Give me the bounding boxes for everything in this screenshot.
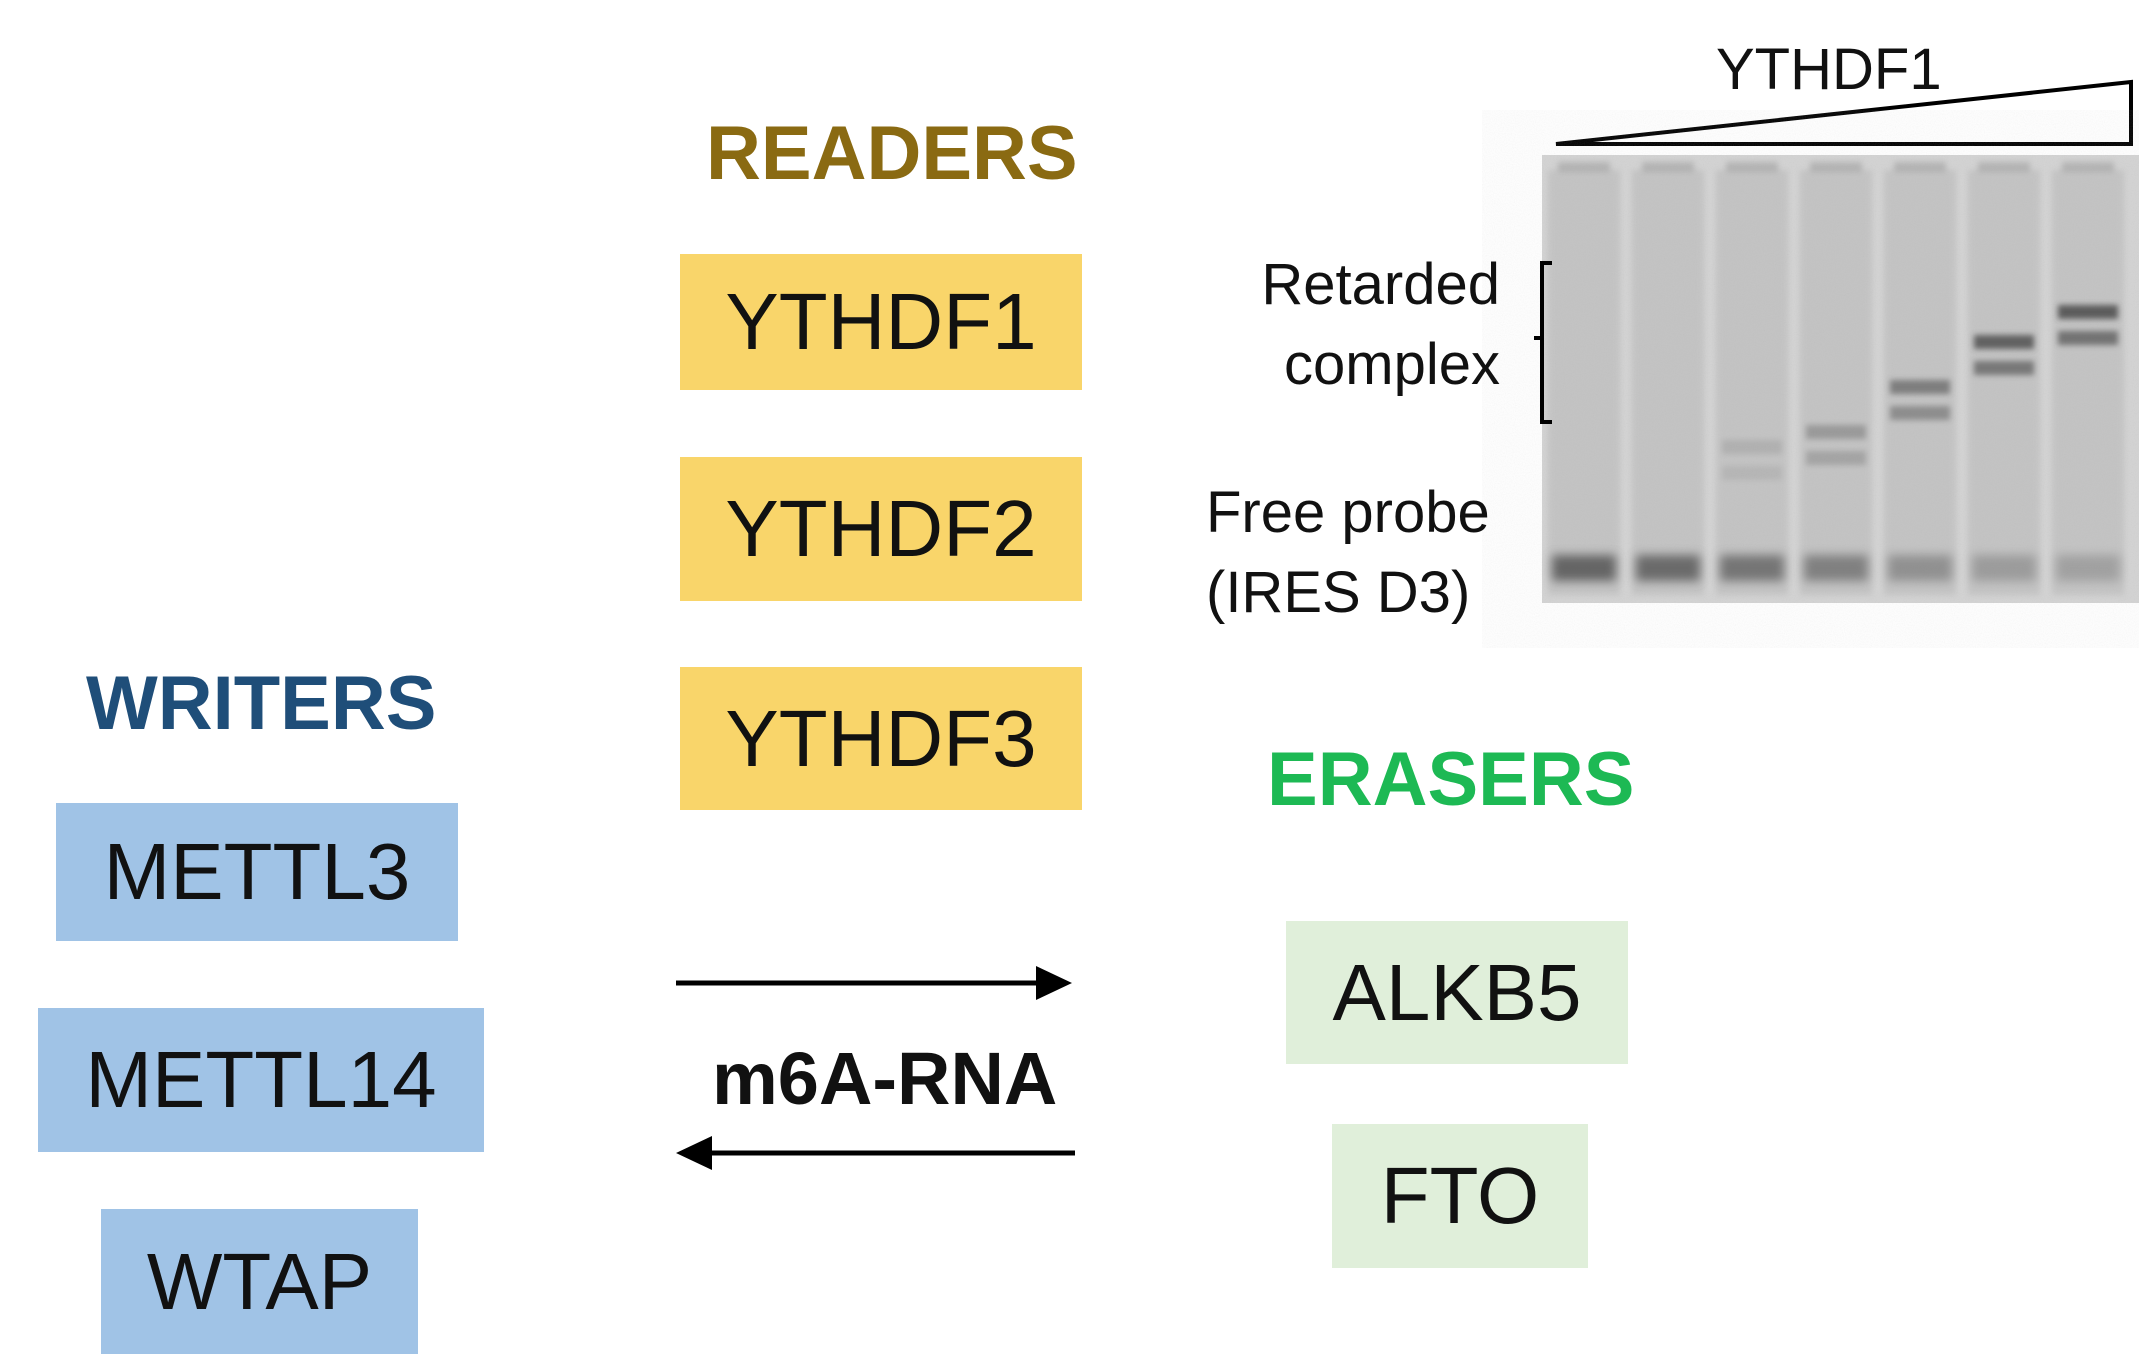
gel-free-probe-band	[1804, 555, 1868, 581]
gel-well	[1558, 162, 1610, 172]
arrow-right-icon	[676, 966, 1072, 1000]
writer-mettl14: METTL14	[38, 1008, 484, 1152]
writer-wtap: WTAP	[101, 1209, 418, 1354]
gel-title: YTHDF1	[1716, 37, 1942, 102]
free-probe-label-2: (IRES D3)	[1206, 560, 1471, 625]
eraser-alkb5: ALKB5	[1286, 921, 1628, 1064]
concentration-wedge-icon	[1555, 79, 2133, 146]
gel-lane	[1632, 170, 1704, 595]
gel-retarded-band	[1806, 451, 1866, 465]
gel-lane	[1716, 170, 1788, 595]
gel-lane	[1800, 170, 1872, 595]
gel-lane	[1968, 170, 2040, 595]
reader-ythdf3: YTHDF3	[680, 667, 1082, 810]
reader-ythdf2: YTHDF2	[680, 457, 1082, 601]
free-probe-label: Free probe	[1206, 480, 1490, 545]
gel-retarded-band	[2058, 331, 2118, 345]
retarded-complex-label: Retarded	[1261, 252, 1500, 317]
writers-heading: WRITERS	[86, 661, 437, 746]
gel-free-probe-band	[2056, 555, 2120, 581]
eraser-fto: FTO	[1332, 1124, 1588, 1268]
gel-retarded-band	[1890, 380, 1950, 394]
gel-retarded-band	[1722, 466, 1782, 480]
gel-well	[1978, 162, 2030, 172]
gel-image	[1542, 155, 2139, 603]
erasers-heading: ERASERS	[1267, 737, 1635, 822]
gel-retarded-band	[1722, 440, 1782, 454]
gel-retarded-band	[1974, 335, 2034, 349]
arrow-left-icon	[676, 1136, 1075, 1170]
gel-well	[2062, 162, 2114, 172]
writer-mettl3: METTL3	[56, 803, 458, 941]
gel-free-probe-band	[1972, 555, 2036, 581]
gel-free-probe-band	[1720, 555, 1784, 581]
gel-well	[1894, 162, 1946, 172]
gel-retarded-band	[1890, 406, 1950, 420]
gel-retarded-band	[1974, 361, 2034, 375]
gel-free-probe-band	[1888, 555, 1952, 581]
reader-ythdf1: YTHDF1	[680, 254, 1082, 390]
gel-retarded-band	[1806, 425, 1866, 439]
gel-free-probe-band	[1636, 555, 1700, 581]
m6a-rna-label: m6A-RNA	[712, 1037, 1058, 1120]
retarded-complex-bracket	[1534, 261, 1552, 424]
gel-well	[1726, 162, 1778, 172]
gel-lane	[1548, 170, 1620, 595]
gel-well	[1642, 162, 1694, 172]
gel-well	[1810, 162, 1862, 172]
gel-free-probe-band	[1552, 555, 1616, 581]
gel-retarded-band	[2058, 305, 2118, 319]
readers-heading: READERS	[706, 111, 1078, 196]
retarded-complex-label-2: complex	[1284, 332, 1500, 397]
gel-lane	[2052, 170, 2124, 595]
